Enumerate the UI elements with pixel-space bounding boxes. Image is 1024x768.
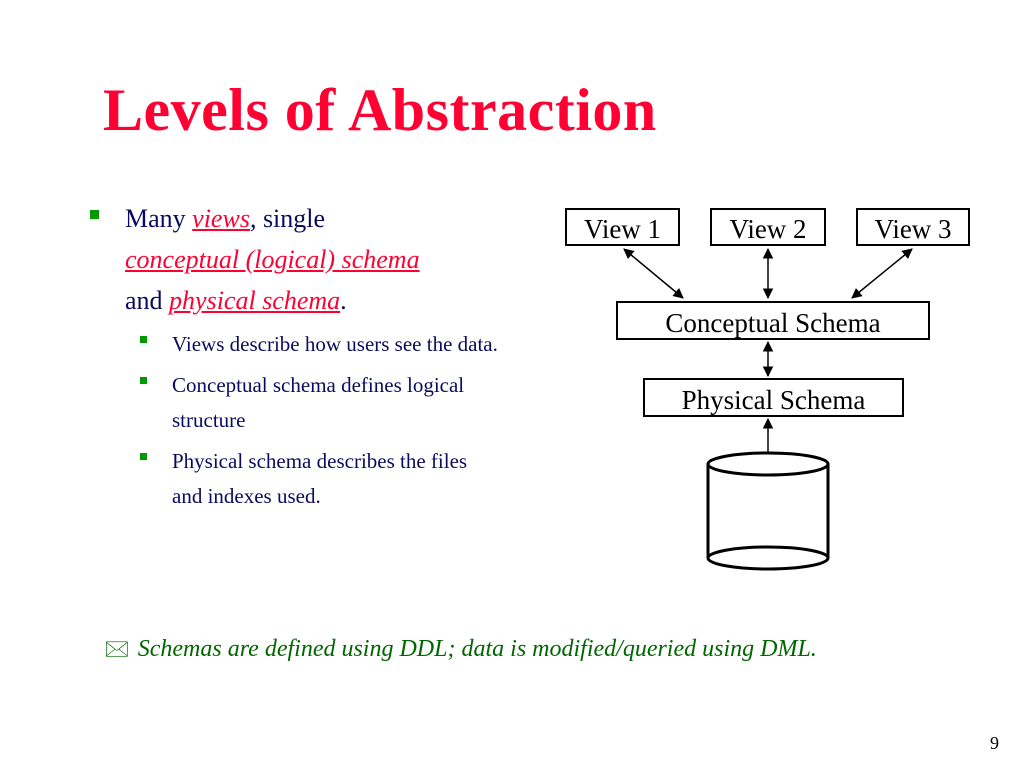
conceptual-schema-label: Conceptual Schema	[665, 308, 880, 338]
bullet-and: and	[125, 286, 170, 315]
physical-schema-label: Physical Schema	[682, 385, 866, 415]
bullet-mid: , single	[249, 204, 326, 233]
bullet-prefix: Many	[125, 204, 193, 233]
sub-bullet-text: Conceptual schema defines logical struct…	[172, 373, 465, 432]
term-conceptual-schema: conceptual (logical) schema	[125, 245, 420, 274]
sub-bullet-physical: Physical schema describes the files and …	[138, 444, 502, 514]
square-bullet-icon	[140, 377, 147, 384]
view-3-box: View 3	[856, 208, 970, 246]
note-text: Schemas are defined using DDL; data is m…	[137, 636, 817, 662]
square-bullet-icon	[140, 336, 147, 343]
envelope-icon: 🖂	[104, 636, 130, 661]
main-bullet: Many views, single conceptual (logical) …	[88, 198, 528, 321]
physical-schema-box: Physical Schema	[643, 378, 904, 417]
view-1-label: View 1	[584, 214, 661, 244]
square-bullet-icon	[140, 453, 147, 460]
ddl-dml-note: 🖂 Schemas are defined using DDL; data is …	[104, 632, 817, 670]
arrow-view3-conceptual	[851, 248, 913, 299]
sub-bullet-views: Views describe how users see the data.	[138, 327, 502, 362]
view-3-label: View 3	[874, 214, 951, 244]
cylinder-disk-icon	[706, 451, 830, 571]
square-bullet-icon	[90, 210, 99, 219]
conceptual-schema-box: Conceptual Schema	[616, 301, 930, 340]
sub-bullet-text: Physical schema describes the files and …	[172, 449, 468, 508]
term-views: views	[192, 204, 250, 233]
slide-title: Levels of Abstraction	[103, 77, 657, 143]
arrow-view1-conceptual	[623, 248, 684, 299]
view-2-label: View 2	[729, 214, 806, 244]
bullet-list: Many views, single conceptual (logical) …	[88, 198, 528, 520]
view-1-box: View 1	[565, 208, 680, 246]
term-physical-schema: physical schema	[169, 286, 341, 315]
sub-bullet-list: Views describe how users see the data. C…	[138, 327, 528, 514]
bullet-suffix: .	[340, 286, 347, 315]
sub-bullet-conceptual: Conceptual schema defines logical struct…	[138, 368, 502, 438]
view-2-box: View 2	[710, 208, 826, 246]
page-number: 9	[990, 733, 999, 753]
sub-bullet-text: Views describe how users see the data.	[172, 332, 498, 356]
